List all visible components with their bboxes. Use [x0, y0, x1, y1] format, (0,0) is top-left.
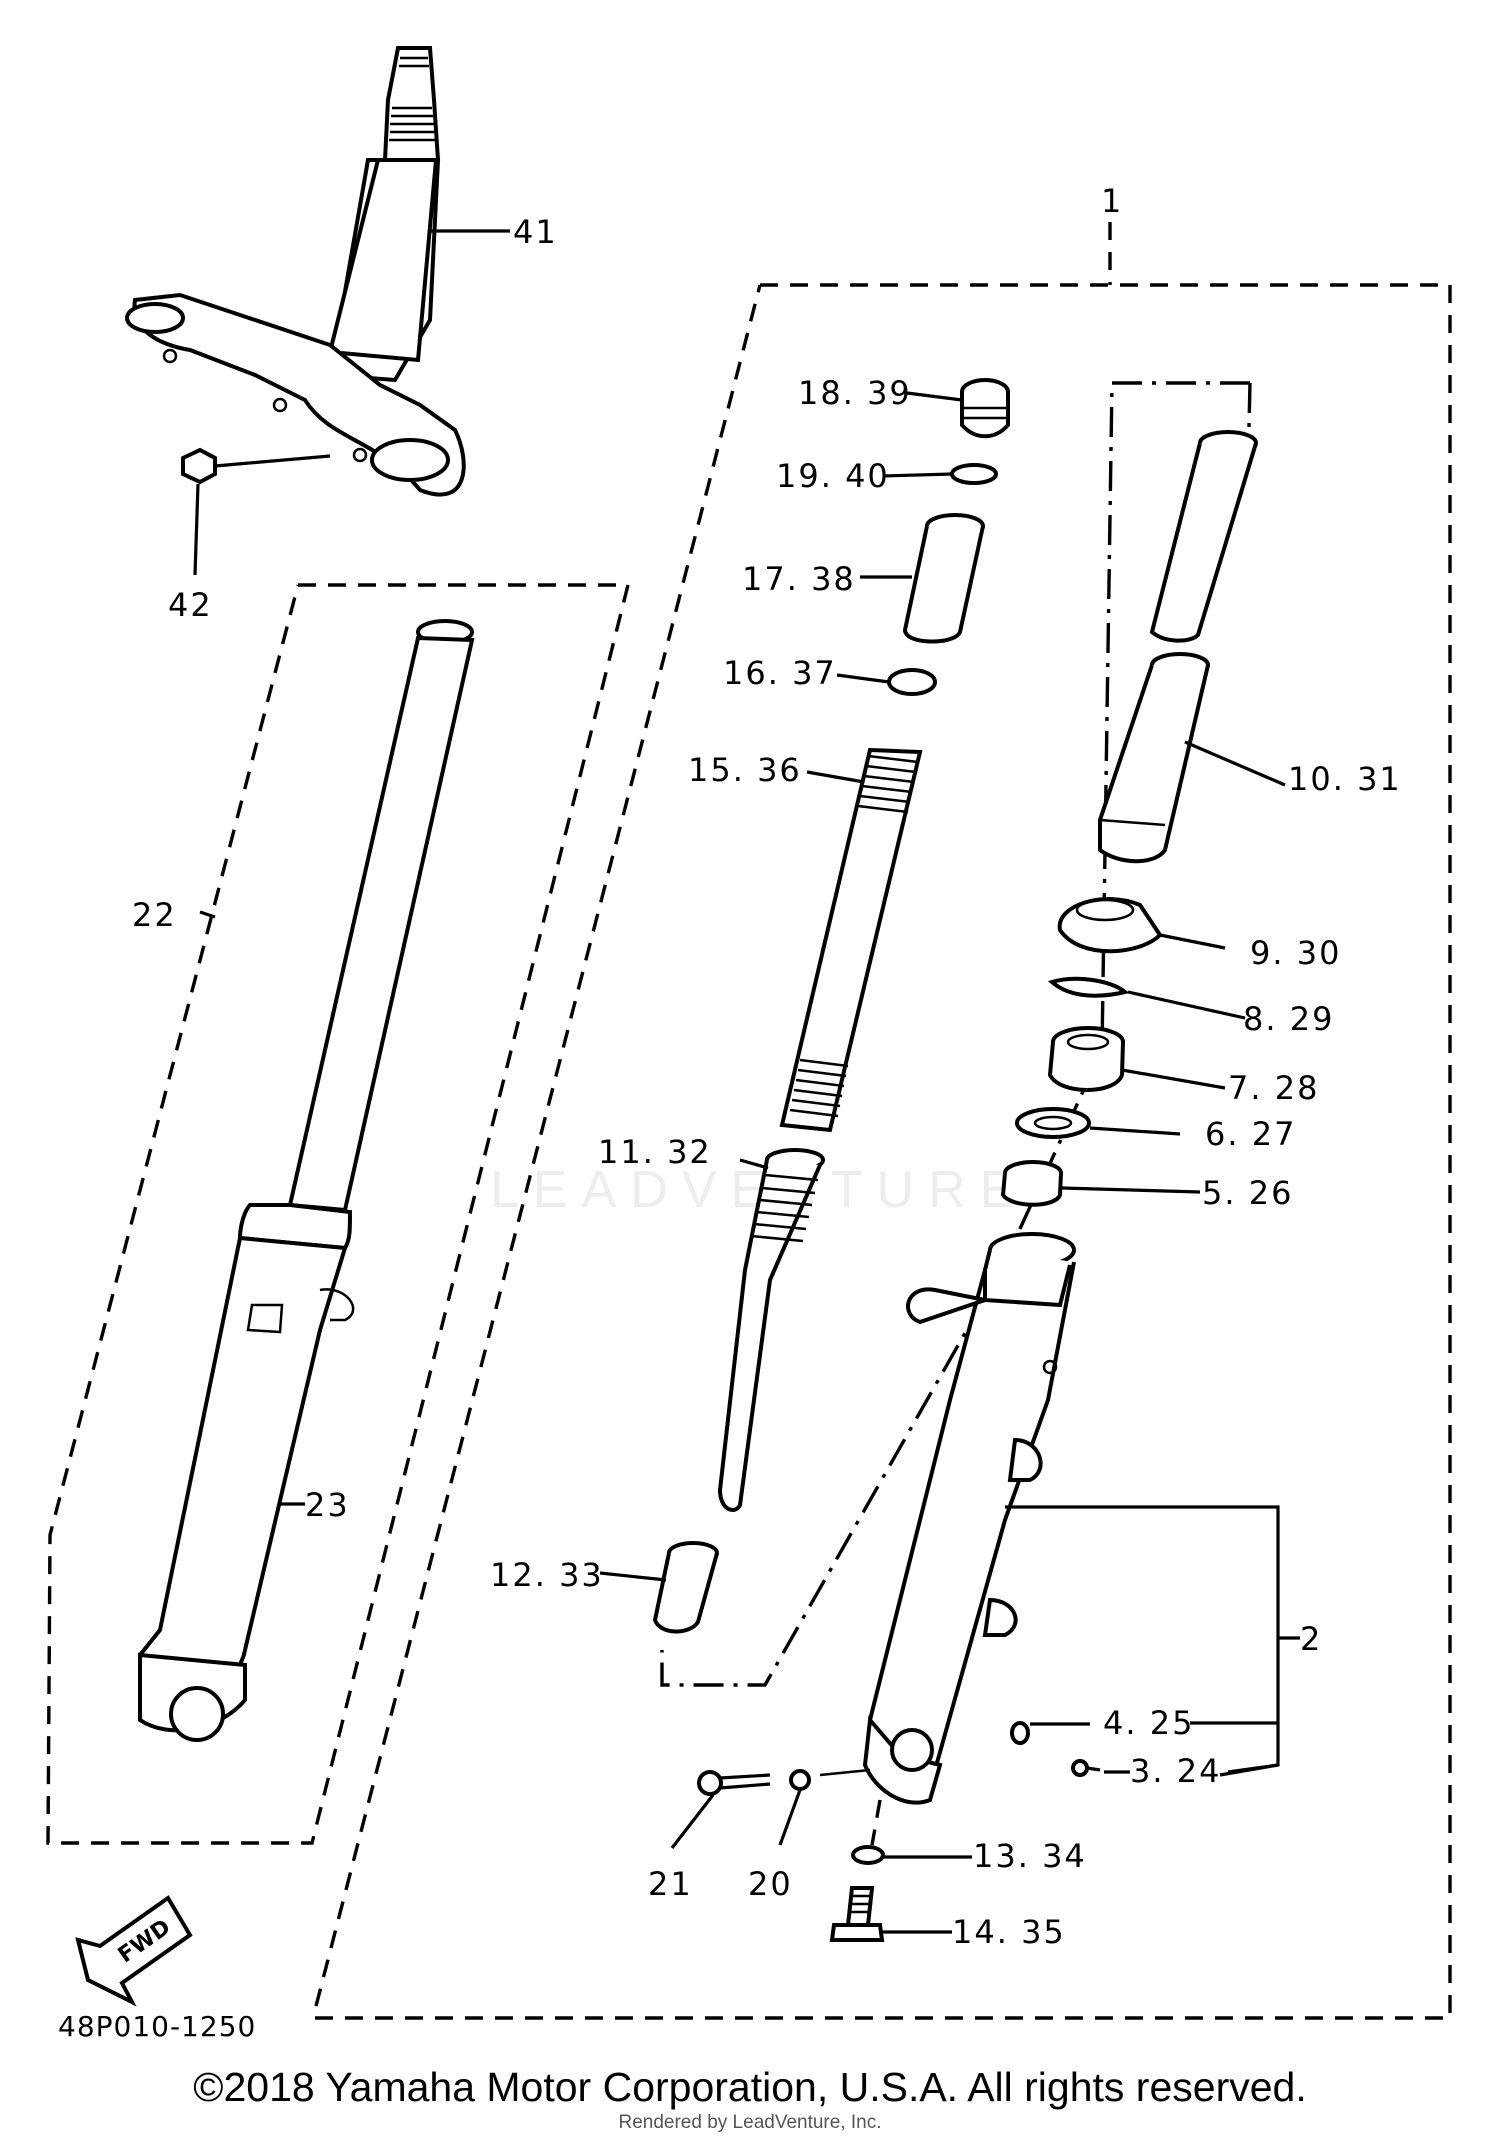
fork-spring-15-36 [779, 747, 923, 1133]
steering-stem-part [125, 46, 466, 497]
callout-41: 41 [513, 213, 558, 251]
oil-lock-piece-12-33 [652, 1541, 719, 1634]
callout-15-36: 15. 36 [688, 751, 802, 789]
callout-13-34: 13. 34 [973, 1837, 1087, 1875]
dust-seal-9-30 [1057, 897, 1163, 954]
retaining-clip-8-29 [1048, 976, 1130, 998]
washer-6-27 [1015, 1107, 1091, 1139]
inner-tube-upper [1149, 430, 1258, 643]
callout-9-30: 9. 30 [1250, 934, 1341, 972]
callout-6-27: 6. 27 [1205, 1115, 1296, 1153]
screw-3-24 [1071, 1759, 1101, 1777]
callout-18-39: 18. 39 [798, 374, 912, 412]
rendered-by-note: Rendered by LeadVenture, Inc. [618, 2112, 882, 2133]
callout-5-26: 5. 26 [1202, 1174, 1293, 1212]
callout-8-29: 8. 29 [1243, 1000, 1334, 1038]
cap-bolt-18-39 [960, 378, 1010, 439]
callout-19-40: 19. 40 [776, 457, 890, 495]
callout-1: 1 [1101, 182, 1123, 220]
callout-17-38: 17. 38 [742, 560, 856, 598]
callout-22: 22 [132, 896, 177, 934]
callout-4-25: 4. 25 [1103, 1704, 1194, 1742]
bushing-5-26 [1000, 1160, 1063, 1207]
callout-14-35: 14. 35 [952, 1913, 1066, 1951]
fork-assembly-left [138, 619, 475, 1742]
callout-23: 23 [305, 1486, 350, 1524]
washer-16-37 [887, 668, 937, 696]
callout-7-28: 7. 28 [1228, 1069, 1319, 1107]
washer-13-34 [851, 1845, 885, 1865]
callout-20: 20 [748, 1865, 793, 1903]
callout-21: 21 [648, 1865, 693, 1903]
callout-11-32: 11. 32 [598, 1133, 712, 1171]
callout-16-37: 16. 37 [723, 654, 837, 692]
bolt-14-35 [829, 1886, 885, 1942]
copyright-notice: ©2018 Yamaha Motor Corporation, U.S.A. A… [193, 2064, 1307, 2110]
callout-12-33: 12. 33 [490, 1556, 604, 1594]
diagram-code: 48P010-1250 [58, 2010, 256, 2043]
callout-10-31: 10. 31 [1288, 760, 1402, 798]
washer-20 [789, 1769, 811, 1791]
o-ring-19-40 [950, 463, 998, 485]
outer-tube-2 [862, 1232, 1076, 1805]
leadventure-watermark: LEADVENTURE [490, 1160, 1028, 1220]
oil-seal-7-28 [1047, 1026, 1125, 1092]
washer-4-25 [1010, 1721, 1030, 1745]
bolt-42 [181, 447, 331, 485]
fork-assembly-box-1 [313, 222, 1452, 2020]
inner-tube-10-31 [1098, 652, 1210, 864]
damper-rod-11-32 [717, 1148, 825, 1512]
fork-assembly-box-22 [46, 583, 631, 1845]
forward-arrow-icon: FWD [75, 1895, 193, 2007]
callout-2: 2 [1300, 1620, 1322, 1658]
bolt-21 [697, 1770, 771, 1796]
callout-42: 42 [168, 586, 213, 624]
spacer-17-38 [902, 513, 985, 644]
callout-3-24: 3. 24 [1130, 1752, 1221, 1790]
